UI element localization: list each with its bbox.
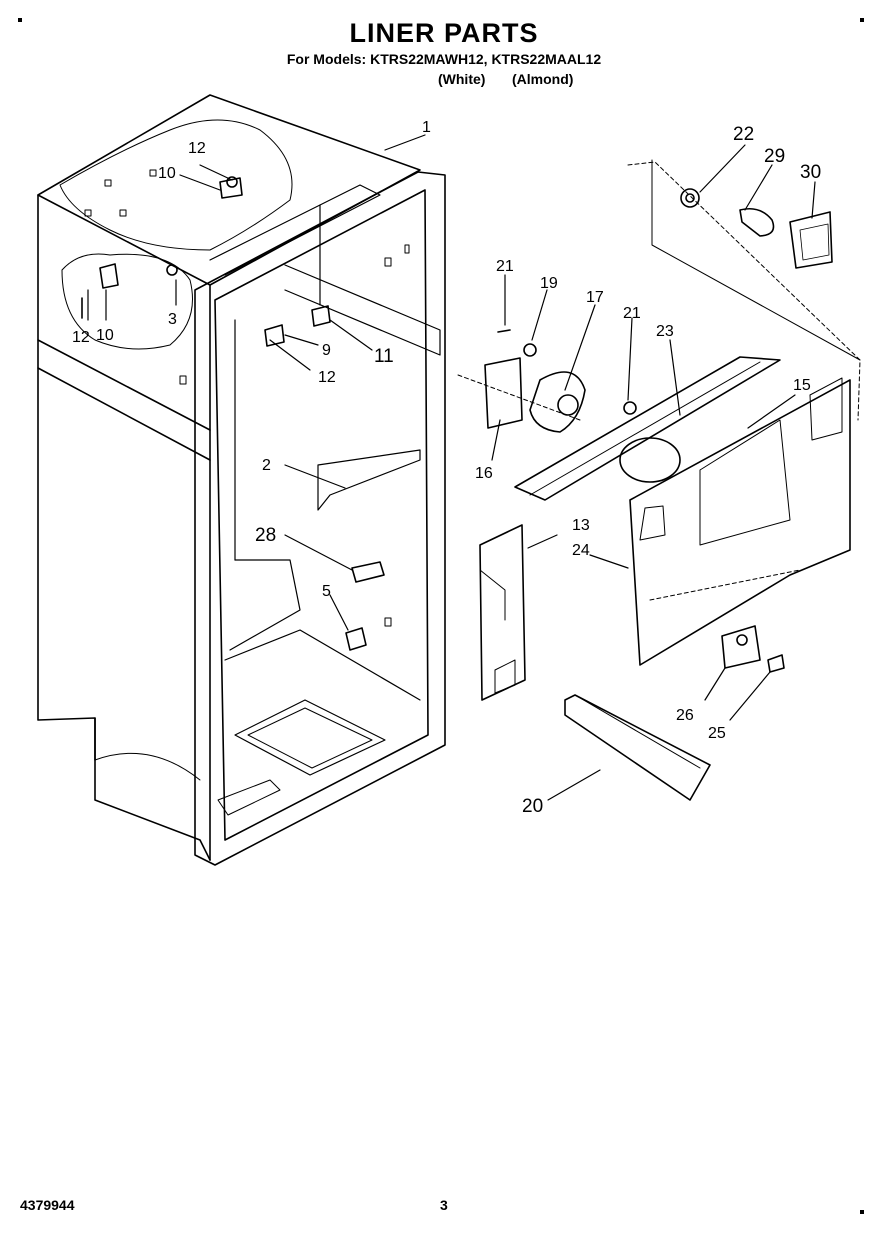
callout-30: 30 — [800, 162, 821, 183]
bottom-cover — [564, 694, 711, 801]
callout-13: 13 — [572, 517, 590, 534]
callout-23: 23 — [656, 323, 674, 340]
callout-5: 5 — [322, 583, 331, 600]
callout-21-left: 21 — [496, 258, 514, 275]
registration-mark-bottom-right — [860, 1210, 864, 1214]
refrigerator-liner-cabinet — [37, 94, 446, 866]
page-number: 3 — [440, 1197, 448, 1213]
callout-26: 26 — [676, 707, 694, 724]
callout-1: 1 — [422, 119, 431, 136]
part-callouts: 1 12 10 12 10 3 9 12 11 2 28 5 21 19 17 … — [72, 119, 821, 817]
cover-plate-and-screw — [721, 625, 785, 673]
callout-25: 25 — [708, 725, 726, 742]
callout-3: 3 — [168, 311, 177, 328]
page-title: LINER PARTS — [349, 18, 539, 48]
color-label-white: (White) — [438, 71, 486, 87]
evaporator-cover — [629, 377, 851, 666]
callout-10-top: 10 — [158, 165, 176, 182]
color-label-almond: (Almond) — [512, 71, 574, 87]
callout-19: 19 — [540, 275, 558, 292]
callout-11: 11 — [374, 346, 394, 367]
callout-2: 2 — [262, 457, 271, 474]
callout-24: 24 — [572, 542, 590, 559]
callout-20: 20 — [522, 796, 543, 817]
callout-28: 28 — [255, 525, 276, 546]
air-duct — [514, 356, 781, 501]
callout-22: 22 — [733, 124, 754, 145]
document-number: 4379944 — [20, 1197, 75, 1213]
callout-12-mid: 12 — [318, 369, 336, 386]
callout-16: 16 — [475, 465, 493, 482]
callout-21-right: 21 — [623, 305, 641, 322]
fan-motor-assembly — [457, 329, 637, 433]
light-assembly — [627, 159, 861, 421]
registration-mark-top-right — [860, 18, 864, 22]
side-panel — [479, 524, 526, 701]
callout-17: 17 — [586, 289, 604, 306]
callout-15: 15 — [793, 377, 811, 394]
registration-mark-top-left — [18, 18, 22, 22]
models-line: For Models: KTRS22MAWH12, KTRS22MAAL12 — [286, 51, 602, 67]
callout-9: 9 — [322, 342, 331, 359]
liner-small-parts — [81, 176, 421, 651]
callout-12-left: 12 — [72, 329, 90, 346]
callout-29: 29 — [764, 146, 785, 167]
callout-10-left: 10 — [96, 327, 114, 344]
callout-12-top: 12 — [188, 140, 206, 157]
leader-lines — [87, 134, 816, 801]
